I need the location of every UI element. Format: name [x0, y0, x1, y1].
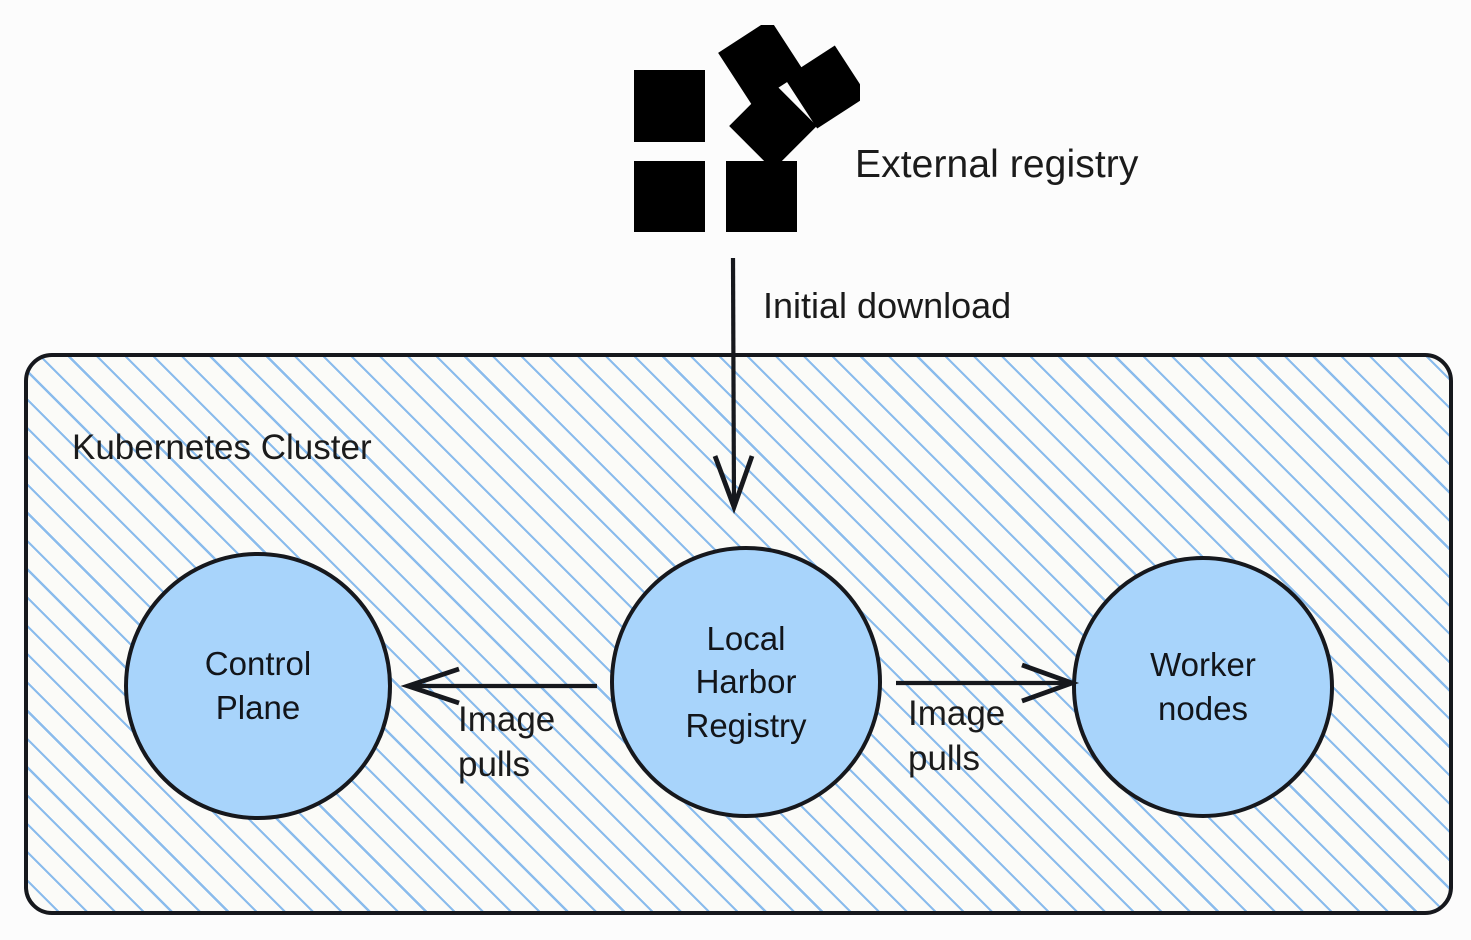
external-registry-label: External registry	[855, 143, 1139, 186]
node-worker-nodes-label: Worker nodes	[1150, 646, 1256, 727]
node-control-plane[interactable]: Control Plane	[124, 552, 392, 820]
node-control-plane-label: Control Plane	[204, 645, 312, 726]
harbor-registry-icon	[620, 25, 860, 240]
node-local-harbor-registry[interactable]: Local Harbor Registry	[610, 546, 882, 818]
node-worker-nodes[interactable]: Worker nodes	[1072, 556, 1334, 818]
kubernetes-cluster-label: Kubernetes Cluster	[72, 428, 372, 467]
edge-label-image-pulls-control-plane: Image pulls	[458, 700, 556, 784]
edge-label-image-pulls-worker-nodes: Image pulls	[908, 694, 1006, 778]
edge-label-initial-download: Initial download	[763, 285, 1012, 326]
node-local-harbor-registry-label: Local Harbor Registry	[685, 619, 807, 744]
